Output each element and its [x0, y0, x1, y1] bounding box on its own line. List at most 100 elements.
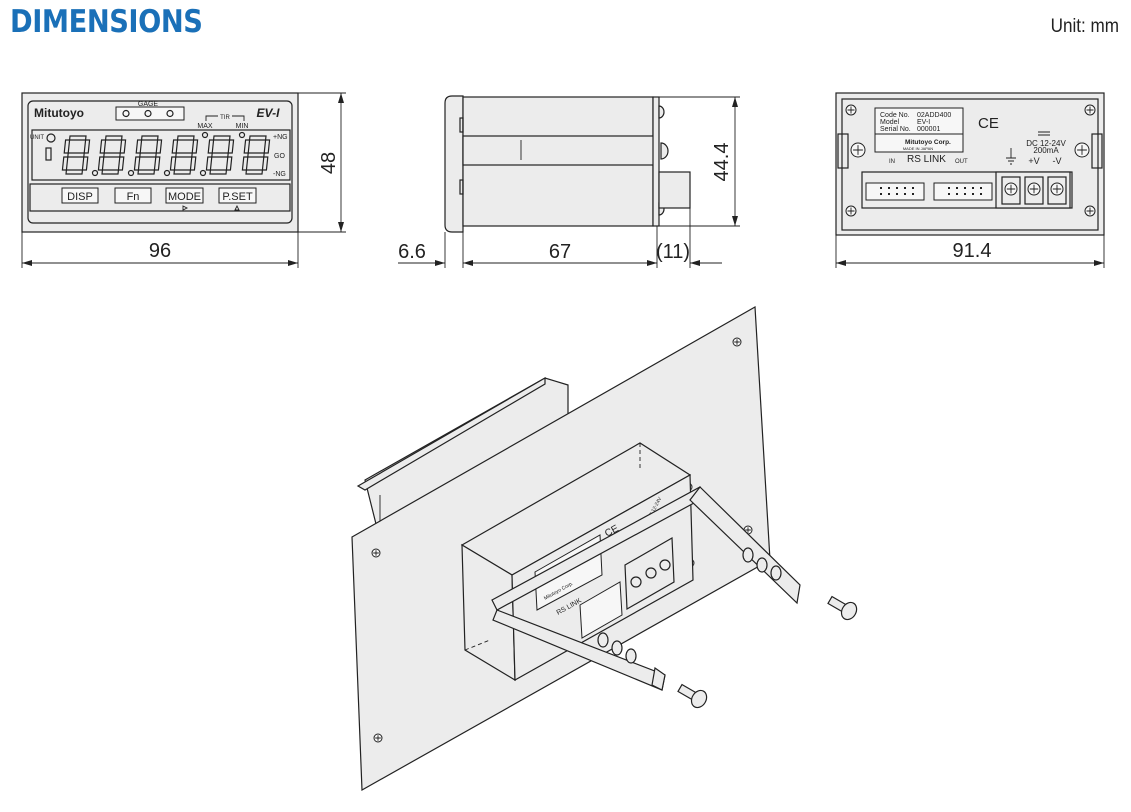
ce-mark: CE — [978, 115, 999, 132]
rear-view: Code No. 02ADD400 Model EV-I Serial No. … — [835, 92, 1105, 268]
brand-logo: Mitutoyo — [34, 106, 84, 120]
plus-v-label: +V — [1028, 156, 1039, 166]
code-value: 02ADD400 — [917, 112, 951, 119]
rs-link-label: RS LINK — [907, 154, 946, 165]
seven-segment-display — [61, 131, 271, 177]
tir-label: TIR — [220, 115, 230, 121]
screw-icon — [1050, 182, 1064, 196]
made-in-label: MADE IN JAPAN — [903, 146, 933, 151]
mode-button[interactable]: MODE — [165, 187, 204, 204]
unit-indicator — [45, 147, 52, 161]
decimal-point — [127, 169, 135, 177]
screw-icon — [845, 205, 857, 217]
front-height-dimension: 48 — [318, 152, 340, 174]
rs-link-in-connector[interactable] — [865, 182, 925, 201]
pset-button[interactable]: P.SET — [218, 187, 257, 204]
iso-connector — [579, 581, 623, 639]
rear-width-dimension: 91.4 — [953, 240, 992, 262]
page-title: DIMENSIONS — [10, 4, 203, 40]
screw-icon — [1004, 182, 1018, 196]
decimal-point — [91, 169, 99, 177]
body-height-dimension: 44.4 — [711, 143, 733, 182]
gage-label: GAGE — [138, 101, 159, 108]
connector-depth-dimension: (11) — [656, 241, 690, 263]
model-value: EV-I — [917, 119, 930, 126]
digit — [205, 135, 235, 175]
tir-bracket — [205, 115, 245, 121]
bezel-depth-dimension: 6.6 — [398, 241, 426, 263]
connector-block — [658, 171, 691, 209]
iso-terminal-block — [624, 536, 675, 611]
washer — [742, 547, 754, 563]
front-width-dimension: 96 — [149, 240, 171, 262]
bezel-flange — [444, 95, 464, 233]
disp-button[interactable]: DISP — [61, 187, 99, 204]
washer — [611, 640, 623, 656]
digit — [133, 135, 163, 175]
unit-indicator-label: UNIT — [30, 135, 44, 141]
washer — [597, 632, 609, 648]
body-depth-dimension: 67 — [549, 241, 571, 263]
decimal-point — [163, 169, 171, 177]
screw-icon — [1074, 142, 1090, 158]
serial-value: 000001 — [917, 126, 940, 133]
digit — [241, 135, 271, 175]
plus-ng-label: +NG — [273, 134, 288, 141]
screw-icon — [1084, 104, 1096, 116]
screw-icon — [373, 733, 383, 743]
power-rating: DC 12-24V — [1026, 139, 1066, 148]
minus-ng-label: -NG — [273, 171, 286, 178]
front-view: Mitutoyo GAGE EV-I TIR MAX MIN UNIT +NG … — [21, 92, 346, 268]
fn-button-label: Fn — [127, 191, 140, 203]
screw-icon — [371, 548, 381, 558]
right-arrow-icon — [182, 205, 189, 211]
go-label: GO — [274, 153, 285, 160]
screw-icon — [677, 683, 708, 709]
side-view: 44.4 6.6 67 (11) — [398, 95, 740, 268]
screw-head-icon — [660, 142, 669, 160]
isometric-mounting-view: 02ADD400 Mitutoyo Corp. RS LINK CE DC 12… — [351, 305, 858, 792]
screw-icon — [1084, 205, 1096, 217]
screw-icon — [732, 337, 742, 347]
model-label: Model — [880, 119, 900, 126]
min-label: MIN — [236, 123, 249, 130]
max-led — [201, 131, 209, 139]
current-rating: 200mA — [1033, 146, 1059, 155]
gage-led — [122, 109, 130, 118]
display-window — [31, 129, 291, 181]
gage-led — [144, 109, 152, 118]
code-label: Code No. — [880, 112, 910, 119]
gage-led — [166, 109, 174, 118]
washer — [625, 648, 637, 664]
screw-icon — [845, 104, 857, 116]
up-arrow-icon — [234, 204, 240, 211]
digit — [61, 135, 91, 175]
screw-icon — [850, 142, 866, 158]
rear-plate — [652, 96, 660, 227]
model-logo: EV-I — [257, 106, 281, 120]
ground-icon — [1006, 148, 1016, 165]
fn-button[interactable]: Fn — [114, 187, 152, 204]
in-label: IN — [889, 159, 895, 165]
unit-led — [46, 133, 56, 143]
washer — [756, 557, 768, 573]
maker-label: Mitutoyo Corp. — [905, 139, 951, 146]
washer — [770, 565, 782, 581]
mode-button-label: MODE — [168, 191, 201, 203]
unit-label: Unit: mm — [1050, 16, 1119, 37]
screw-icon — [1027, 182, 1041, 196]
pset-button-label: P.SET — [222, 191, 253, 203]
mounting-bracket — [462, 135, 658, 166]
dc-symbol-icon — [1038, 131, 1050, 136]
digit — [169, 135, 199, 175]
disp-button-label: DISP — [67, 191, 93, 203]
max-label: MAX — [197, 123, 213, 130]
gage-indicator-box — [115, 106, 185, 121]
min-led — [238, 131, 246, 139]
serial-label: Serial No. — [880, 126, 911, 133]
rating-label — [874, 107, 964, 153]
rs-link-out-connector[interactable] — [933, 182, 993, 201]
decimal-point — [199, 169, 207, 177]
minus-v-label: -V — [1053, 156, 1062, 166]
